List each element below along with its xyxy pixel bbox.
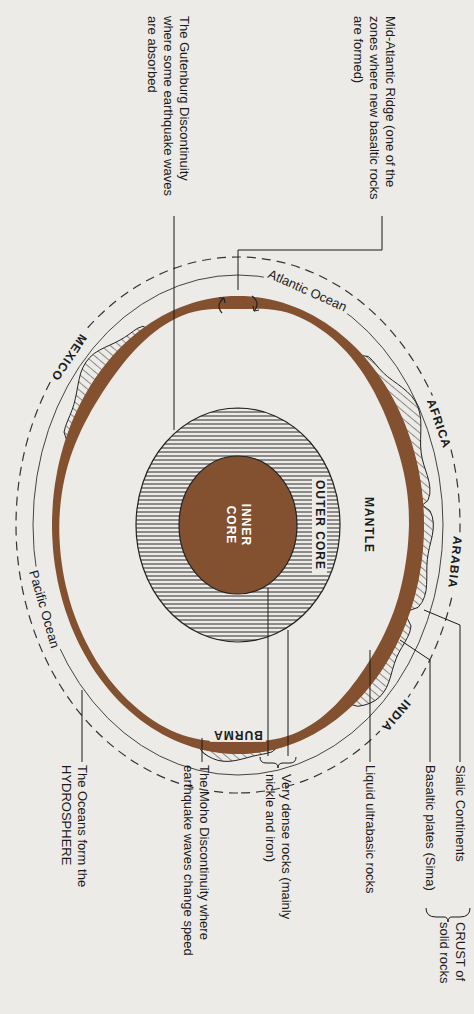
callout-label: CRUST of solid rocks <box>436 922 468 1002</box>
callout-label: Liquid ultrabasic rocks <box>362 765 378 935</box>
ridge-arrows <box>219 296 259 313</box>
callout-label: The Gutenburg Discontinuity where some e… <box>144 16 192 211</box>
continent-name: ARABIA <box>445 532 465 592</box>
leader-line <box>202 738 203 762</box>
ocean-boundary <box>16 257 460 793</box>
callout-label: Very dense rocks (mainly nickle and iron… <box>262 774 294 949</box>
leader-line <box>238 216 382 290</box>
ridge-arrow <box>219 298 224 313</box>
callout-label: The Oceans form the HYDROSPHERE <box>58 765 90 935</box>
inner-core-circle: INNER CORE <box>178 455 298 595</box>
ridge-arrow-head <box>253 306 259 311</box>
continent-name: BURMA <box>210 728 266 742</box>
callout-label: The Moho Discontinuity where earthquake … <box>180 765 212 1005</box>
core-brace <box>260 757 296 768</box>
leader-line <box>370 650 371 762</box>
continent-name: AFRICA <box>423 394 455 453</box>
mantle-region: MANTLE OUTER CORE INNER CORE <box>57 300 419 750</box>
callout-label: Mid-Atlantic Ridge (one of the zones whe… <box>350 16 398 211</box>
layer-name: INNER CORE <box>223 494 253 556</box>
crust-brace <box>426 908 470 922</box>
continent-name: INDIA <box>377 695 416 737</box>
ridge-arrow-head <box>219 298 225 303</box>
layer-ellipse <box>136 408 340 642</box>
ridge-arrow <box>252 296 257 311</box>
outer-core-band: OUTER CORE INNER CORE <box>135 407 341 643</box>
layer-ellipse <box>179 456 297 594</box>
leader-line <box>174 216 175 430</box>
sea-surface <box>33 275 443 775</box>
layer-name: MANTLE <box>362 494 377 556</box>
crust-ring <box>52 296 424 754</box>
callout-label: Basaltic plates (Sima) <box>422 765 438 905</box>
layer-name: OUTER CORE <box>313 477 328 573</box>
leader-line <box>424 610 460 762</box>
callout-label: Sialic Continents <box>452 765 468 895</box>
leader-line <box>288 630 289 756</box>
leader-line <box>82 690 83 762</box>
